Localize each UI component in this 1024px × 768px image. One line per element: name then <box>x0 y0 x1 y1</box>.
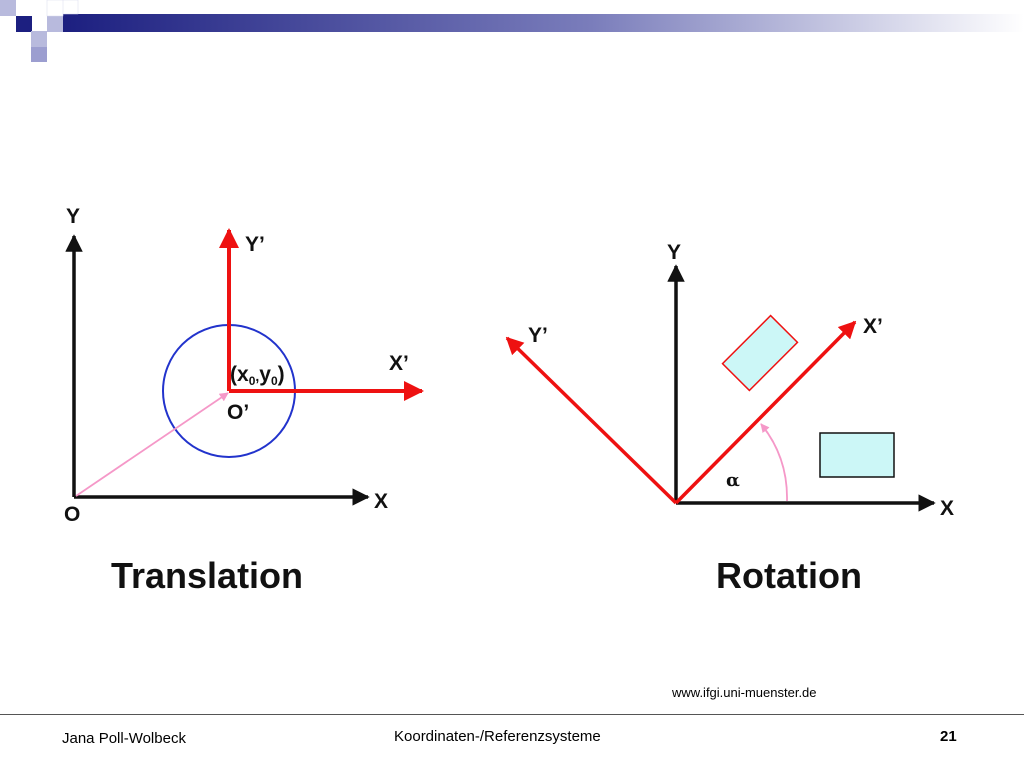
header-square <box>0 0 16 16</box>
rotation-angle-arc <box>760 423 788 502</box>
translated-x-label: X’ <box>389 352 409 375</box>
translation-origin-label: O <box>64 503 80 526</box>
translated-origin-label: O’ <box>227 401 249 424</box>
rotated-y-label: Y’ <box>528 324 548 347</box>
translated-y-label: Y’ <box>245 233 265 256</box>
header-square <box>31 31 47 47</box>
source-url: www.ifgi.uni-muenster.de <box>672 685 817 700</box>
footer-divider <box>0 714 1024 715</box>
translation-diagram: Y X O Y’ X’ O’ (x0,y0) <box>64 205 424 526</box>
rotation-diagram: Y X Y’ X’ α <box>505 241 954 520</box>
rotated-rectangle <box>721 314 799 392</box>
rotation-caption: Rotation <box>716 555 862 596</box>
origin-offset-point-label: (x0,y0) <box>230 363 285 388</box>
axis-aligned-rectangle <box>819 432 895 478</box>
rotated-y-axis <box>505 336 678 505</box>
translation-y-label: Y <box>66 205 80 228</box>
header-decoration <box>0 0 1024 62</box>
rotation-angle-label: α <box>726 470 740 491</box>
footer-title: Koordinaten-/Referenzsysteme <box>394 728 601 745</box>
translation-caption: Translation <box>111 555 304 596</box>
rotation-x-label: X <box>940 497 954 520</box>
header-square <box>16 16 32 32</box>
header-gradient-bar <box>62 14 1024 32</box>
offset-vector <box>75 392 229 497</box>
footer-author: Jana Poll-Wolbeck <box>62 730 186 747</box>
rotated-x-label: X’ <box>863 315 883 338</box>
rotation-y-label: Y <box>667 241 681 264</box>
header-square <box>46 0 64 17</box>
header-square <box>47 16 63 32</box>
translation-x-label: X <box>374 490 388 513</box>
page-number: 21 <box>940 728 957 745</box>
header-square <box>31 47 47 62</box>
rotated-x-axis <box>674 320 857 505</box>
